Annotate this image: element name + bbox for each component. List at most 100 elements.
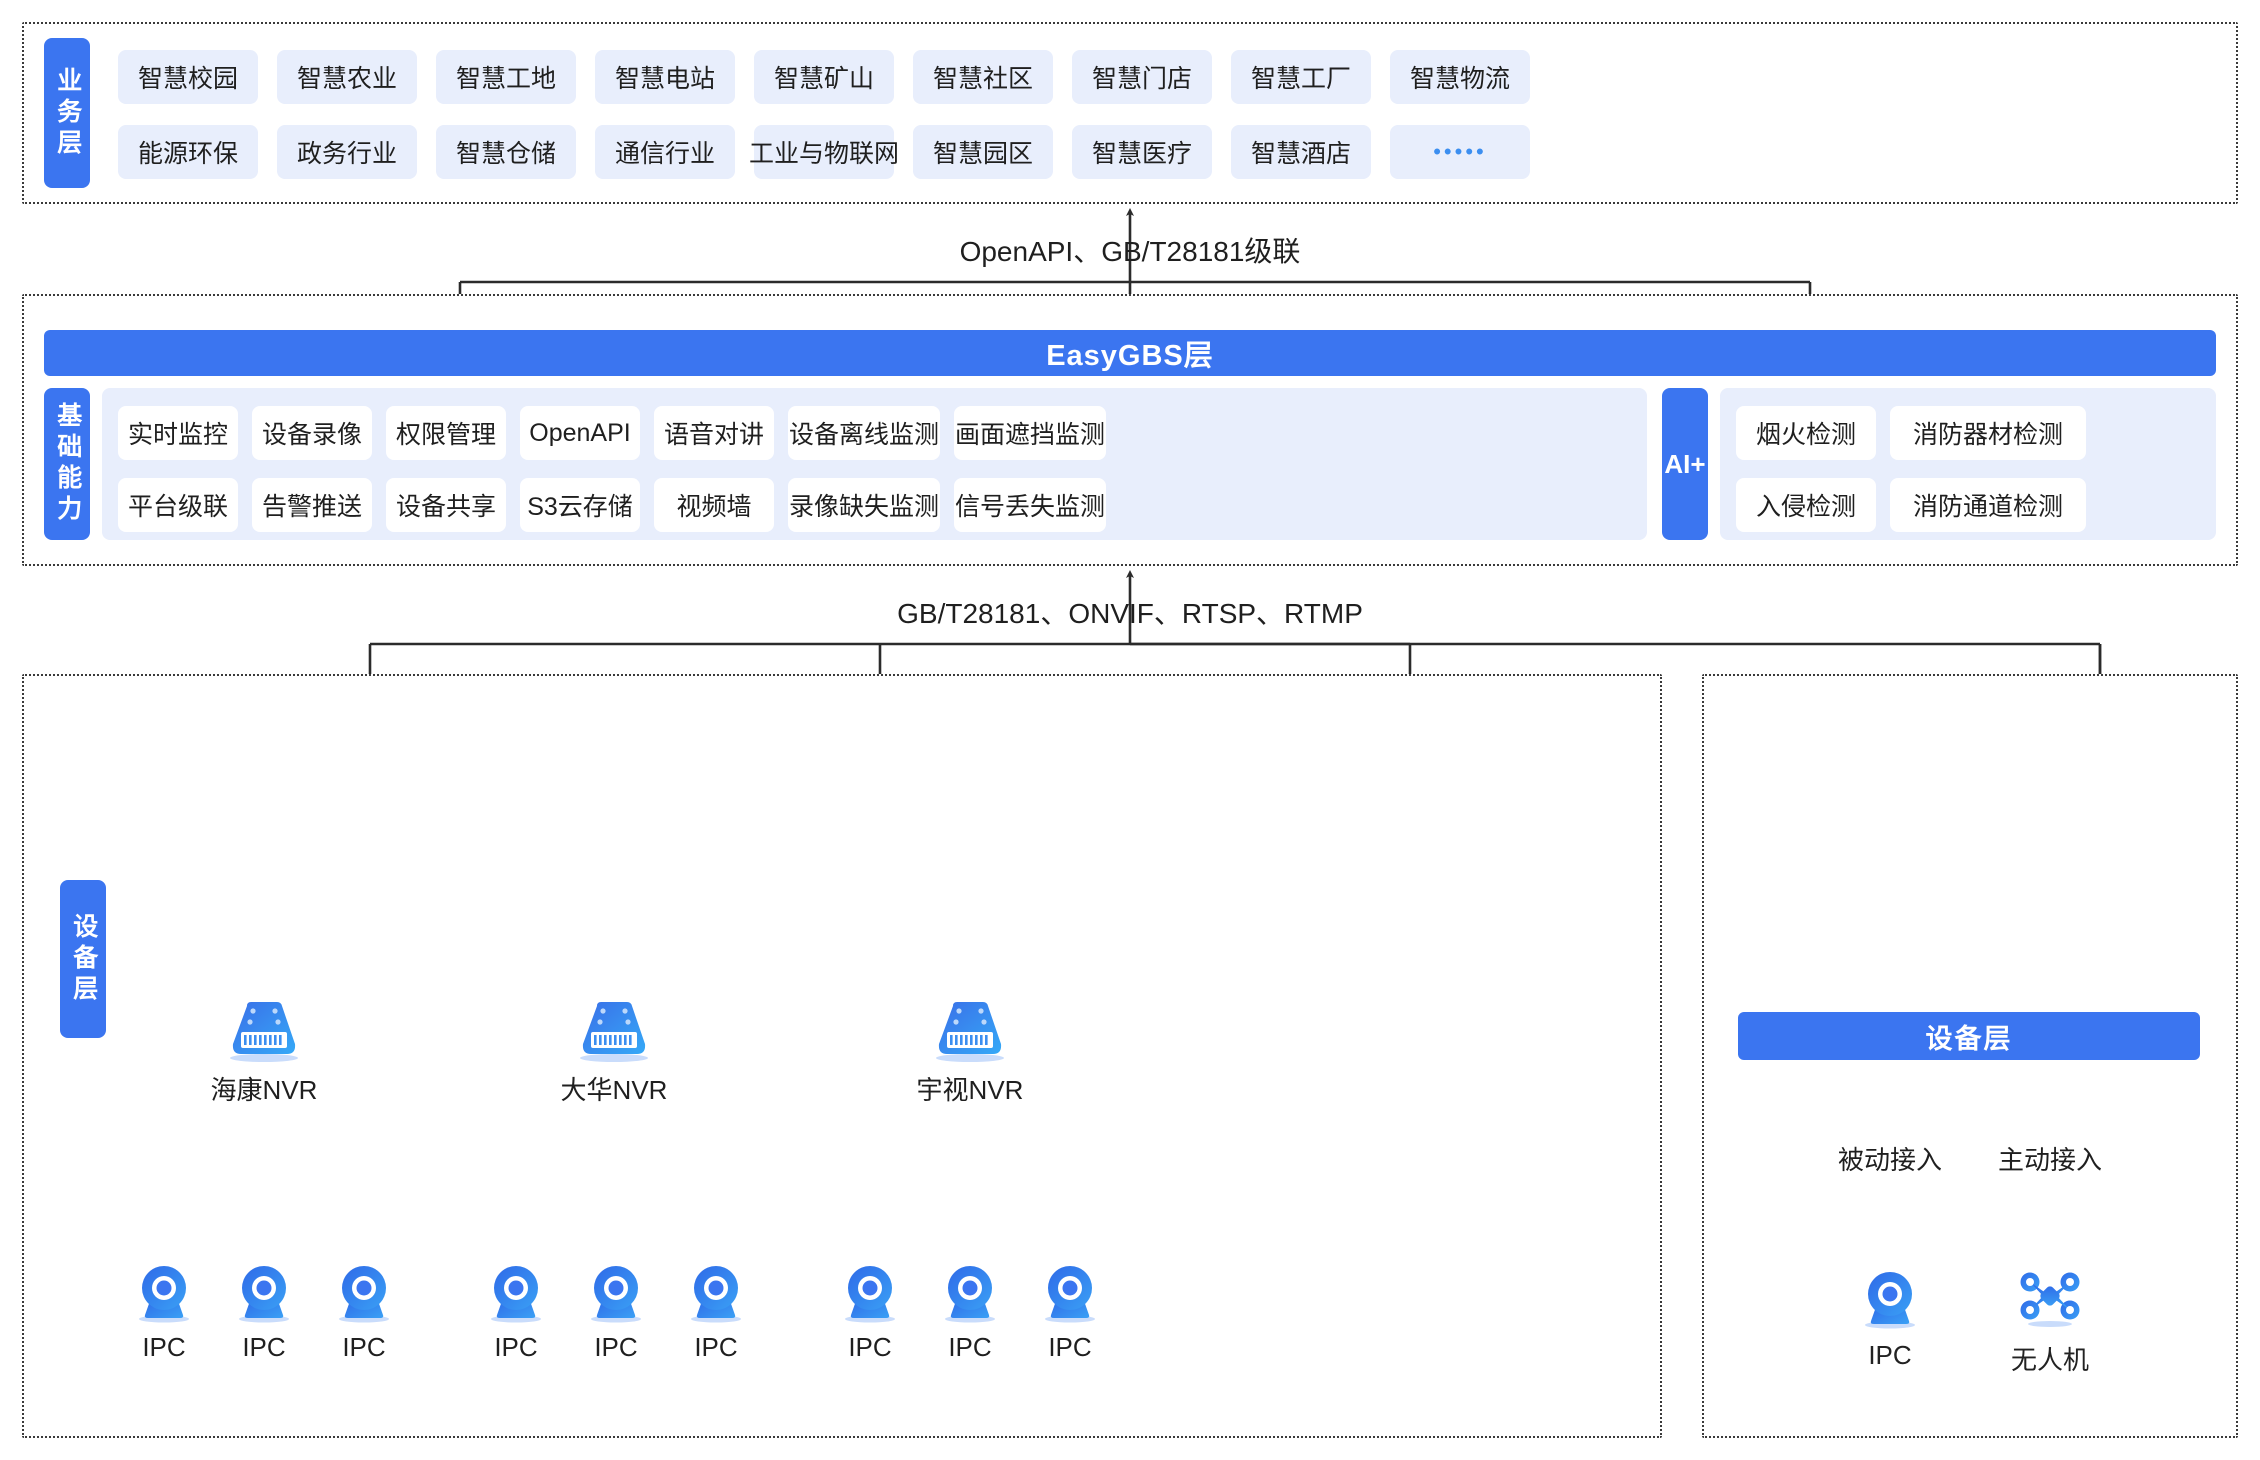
ipc-label: IPC [594,1332,638,1362]
ai-plus-label: AI+ [1662,388,1708,540]
ai-row-2: 入侵检测 消防通道检测 [1736,478,2086,532]
capability-panel: 实时监控 设备录像 权限管理 OpenAPI 语音对讲 设备离线监测 画面遮挡监… [102,388,1647,540]
ipc-label: IPC [494,1332,538,1362]
access-label-passive: 被动接入 [1837,1145,1942,1175]
easygbs-layer-title: EasyGBS层 [44,330,2216,376]
device-layer-container-left [22,674,1662,1438]
ipc-label: IPC [848,1332,892,1362]
business-chip[interactable]: 智慧社区 [913,50,1053,104]
ai-chip[interactable]: 消防器材检测 [1890,406,2086,460]
capability-chip[interactable]: 设备共享 [386,478,506,532]
ai-panel: 烟火检测 消防器材检测 入侵检测 消防通道检测 [1720,388,2216,540]
capability-chip[interactable]: 实时监控 [118,406,238,460]
nvr-icon[interactable] [225,1000,303,1062]
business-chip[interactable]: 智慧仓储 [436,125,576,179]
capability-layer-label: 基础能力 [44,388,90,540]
capability-chip[interactable]: 录像缺失监测 [788,478,940,532]
ipc-camera-icon[interactable] [131,1262,197,1324]
drone-icon[interactable] [2017,1268,2083,1330]
capability-chip[interactable]: 告警推送 [252,478,372,532]
ipc-node[interactable]: IPC [214,1262,314,1363]
ipc-camera-icon[interactable] [583,1262,649,1324]
access-label-active: 主动接入 [1997,1145,2102,1175]
ipc-node[interactable]: IPC [1020,1262,1120,1363]
business-chip[interactable]: 智慧矿山 [754,50,894,104]
nvr-caption: 海康NVR [210,1075,318,1105]
business-chip[interactable]: 智慧工厂 [1231,50,1371,104]
business-chip[interactable]: 智慧医疗 [1072,125,1212,179]
ai-plus-label-text: AI+ [1664,448,1706,479]
capability-row-1: 实时监控 设备录像 权限管理 OpenAPI 语音对讲 设备离线监测 画面遮挡监… [118,406,1106,460]
device-node-label: IPC [1868,1340,1912,1370]
business-chip[interactable]: 智慧农业 [277,50,417,104]
capability-chip[interactable]: 设备离线监测 [788,406,940,460]
connector-label-openapi: OpenAPI、GB/T28181级联 [959,236,1301,267]
business-row-1: 智慧校园 智慧农业 智慧工地 智慧电站 智慧矿山 智慧社区 智慧门店 智慧工厂 … [118,50,1530,104]
device-node-ipc[interactable]: IPC [1810,1268,1970,1371]
capability-chip[interactable]: 设备录像 [252,406,372,460]
ipc-node[interactable]: IPC [314,1262,414,1363]
business-chip[interactable]: 智慧物流 [1390,50,1530,104]
capability-chip[interactable]: 视频墙 [654,478,774,532]
ipc-camera-icon[interactable] [683,1262,749,1324]
ipc-row: IPC IPC [466,1262,766,1363]
ipc-node[interactable]: IPC [820,1262,920,1363]
business-chip[interactable]: 政务行业 [277,125,417,179]
device-layer-label-text: 设备层 [69,912,98,1006]
capability-chip[interactable]: 平台级联 [118,478,238,532]
ai-chip[interactable]: 消防通道检测 [1890,478,2086,532]
ipc-camera-icon[interactable] [331,1262,397,1324]
business-row-2: 能源环保 政务行业 智慧仓储 通信行业 工业与物联网 智慧园区 智慧医疗 智慧酒… [118,125,1530,179]
capability-chip[interactable]: 权限管理 [386,406,506,460]
business-layer-label: 业务层 [44,38,90,188]
business-chip[interactable]: 智慧门店 [1072,50,1212,104]
ipc-node[interactable]: IPC [920,1262,1020,1363]
ipc-node[interactable]: IPC [566,1262,666,1363]
business-chip[interactable]: 智慧工地 [436,50,576,104]
ipc-label: IPC [142,1332,186,1362]
capability-chip[interactable]: 画面遮挡监测 [954,406,1106,460]
device-layer-title: 设备层 [1738,1012,2200,1060]
nvr-caption: 大华NVR [560,1075,668,1105]
capability-chip[interactable]: 信号丢失监测 [954,478,1106,532]
ipc-label: IPC [1048,1332,1092,1362]
ipc-camera-icon[interactable] [1857,1268,1923,1330]
ipc-node[interactable]: IPC [466,1262,566,1363]
business-chip[interactable]: 智慧电站 [595,50,735,104]
ipc-row: IPC IPC [820,1262,1120,1363]
device-layer-label: 设备层 [60,880,106,1038]
capability-layer-label-text: 基础能力 [53,402,82,526]
capability-chip[interactable]: S3云存储 [520,478,640,532]
connector-label-protocols: GB/T28181、ONVIF、RTSP、RTMP [897,598,1363,629]
ai-chip[interactable]: 入侵检测 [1736,478,1876,532]
ipc-node[interactable]: IPC [114,1262,214,1363]
device-node-drone[interactable]: 无人机 [1970,1268,2130,1377]
ipc-label: IPC [242,1332,286,1362]
device-node-label: 无人机 [2010,1345,2089,1375]
ipc-camera-icon[interactable] [837,1262,903,1324]
ipc-camera-icon[interactable] [231,1262,297,1324]
nvr-icon[interactable] [931,1000,1009,1062]
capability-chip[interactable]: OpenAPI [520,406,640,460]
ipc-camera-icon[interactable] [483,1262,549,1324]
ipc-label: IPC [948,1332,992,1362]
business-chip[interactable]: 工业与物联网 [749,125,899,179]
ipc-camera-icon[interactable] [1037,1262,1103,1324]
ipc-row: IPC IPC [114,1262,414,1363]
business-chip[interactable]: 智慧酒店 [1231,125,1371,179]
nvr-caption: 宇视NVR [916,1075,1024,1105]
business-chip[interactable]: 通信行业 [595,125,735,179]
ai-row-1: 烟火检测 消防器材检测 [1736,406,2086,460]
ai-chip[interactable]: 烟火检测 [1736,406,1876,460]
ipc-camera-icon[interactable] [937,1262,1003,1324]
business-chip-more[interactable]: ••••• [1390,125,1530,179]
business-chip[interactable]: 智慧园区 [913,125,1053,179]
nvr-icon[interactable] [575,1000,653,1062]
capability-row-2: 平台级联 告警推送 设备共享 S3云存储 视频墙 录像缺失监测 信号丢失监测 [118,478,1106,532]
business-chip[interactable]: 能源环保 [118,125,258,179]
capability-chip[interactable]: 语音对讲 [654,406,774,460]
business-chip[interactable]: 智慧校园 [118,50,258,104]
ipc-label: IPC [694,1332,738,1362]
ipc-node[interactable]: IPC [666,1262,766,1363]
